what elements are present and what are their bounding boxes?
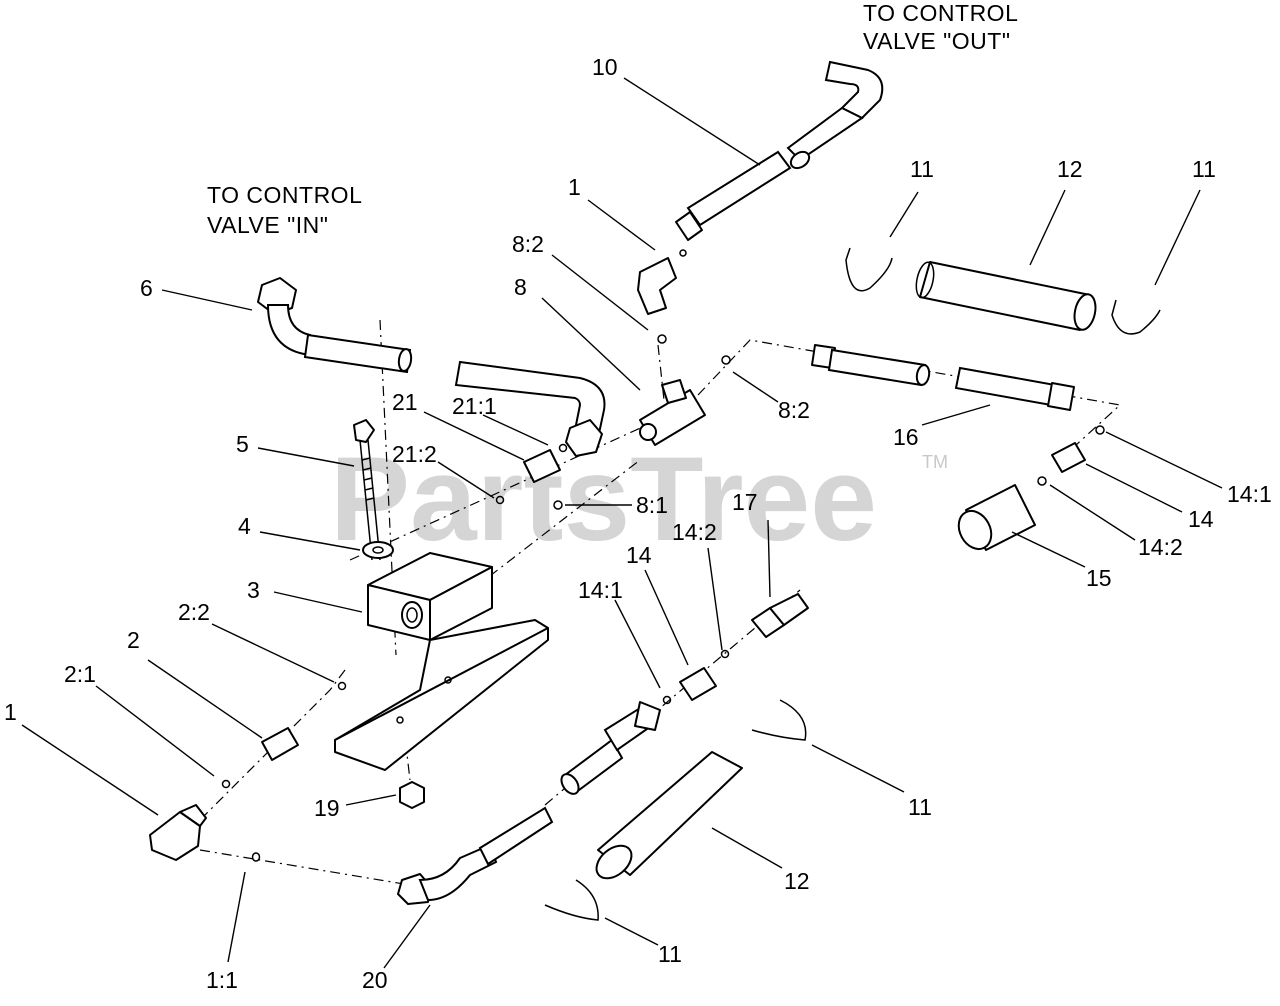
callout-label: 11 — [1192, 156, 1216, 182]
note-control-valve-out-line2: VALVE "OUT" — [863, 28, 1011, 54]
tee-fitting-part-8 — [639, 379, 706, 446]
callout-label: 17 — [732, 489, 758, 515]
hose-part-10 — [675, 60, 884, 241]
cable-tie-11-d — [544, 879, 599, 921]
callout-label: 2:2 — [178, 599, 210, 625]
sleeve-part-12-upper — [915, 261, 1097, 331]
adapter-part-2 — [221, 681, 347, 789]
hose-part-6 — [257, 277, 606, 457]
callout-label: 5 — [236, 431, 249, 457]
sleeve-part-12-lower — [595, 751, 743, 880]
callout-label: 8:2 — [778, 397, 810, 423]
callout-label: 12 — [1057, 156, 1083, 182]
o-ring-8-1 — [553, 500, 563, 510]
watermark-trademark: TM — [922, 452, 948, 472]
callout-label: 14:1 — [578, 577, 623, 603]
callout-label: 11 — [658, 941, 682, 967]
callout-label: 14 — [626, 542, 652, 568]
adapter-part-14-lower — [662, 649, 730, 705]
callout-label: 14 — [1188, 506, 1214, 532]
note-control-valve-in-line1: TO CONTROL — [207, 182, 362, 208]
valve-block-part-3 — [367, 552, 493, 641]
cap-part-15 — [957, 484, 1036, 551]
o-ring-8-2-right — [721, 355, 731, 365]
callout-label: 8:2 — [512, 231, 544, 257]
note-control-valve-in-line2: VALVE "IN" — [207, 212, 328, 238]
callout-label: 14:2 — [1138, 534, 1183, 560]
hose-part-16 — [811, 344, 1075, 411]
callout-label: 2:1 — [64, 661, 96, 687]
callout-label: 8 — [514, 274, 527, 300]
adapter-part-21 — [495, 443, 568, 505]
bolt-part-5 — [353, 419, 381, 561]
callout-label: 1 — [568, 174, 581, 200]
callout-label: 14:2 — [672, 519, 717, 545]
callout-label: 2 — [127, 627, 140, 653]
cable-tie-11-c — [751, 699, 807, 741]
callout-label: 1:1 — [206, 967, 238, 993]
callout-leaders — [21, 77, 1223, 969]
note-control-valve-out-line1: TO CONTROL — [863, 0, 1018, 26]
callout-label: 15 — [1086, 565, 1112, 591]
callout-label: 14:1 — [1227, 481, 1272, 507]
nut-part-19 — [399, 781, 425, 809]
callout-label: 20 — [362, 967, 388, 993]
callout-label: 16 — [893, 424, 919, 450]
callout-label: 3 — [247, 577, 260, 603]
cable-tie-11-b — [1111, 299, 1161, 335]
elbow-fitting-bottom — [149, 804, 261, 862]
watermark-text: PartsTree — [330, 432, 877, 566]
callout-label: 8:1 — [636, 492, 668, 518]
o-ring-8-2-top — [657, 334, 667, 344]
callout-label: 1 — [4, 699, 17, 725]
callout-label: 21:1 — [452, 393, 497, 419]
callout-label: 21 — [392, 389, 418, 415]
callout-label: 11 — [908, 794, 932, 820]
callout-label: 19 — [314, 795, 340, 821]
callout-label: 21:2 — [392, 441, 437, 467]
washer-part-4 — [362, 541, 394, 559]
callout-label: 10 — [592, 54, 618, 80]
callout-label: 12 — [784, 868, 810, 894]
callout-label: 4 — [238, 513, 251, 539]
mounting-plate — [334, 619, 549, 771]
fitting-part-17 — [751, 593, 809, 638]
adapter-part-14-right — [1037, 425, 1105, 486]
cable-tie-11-a — [845, 247, 893, 292]
hose-part-20 — [397, 701, 661, 905]
elbow-fitting-top — [637, 249, 687, 315]
callout-label: 11 — [910, 156, 934, 182]
callout-label: 6 — [140, 275, 153, 301]
